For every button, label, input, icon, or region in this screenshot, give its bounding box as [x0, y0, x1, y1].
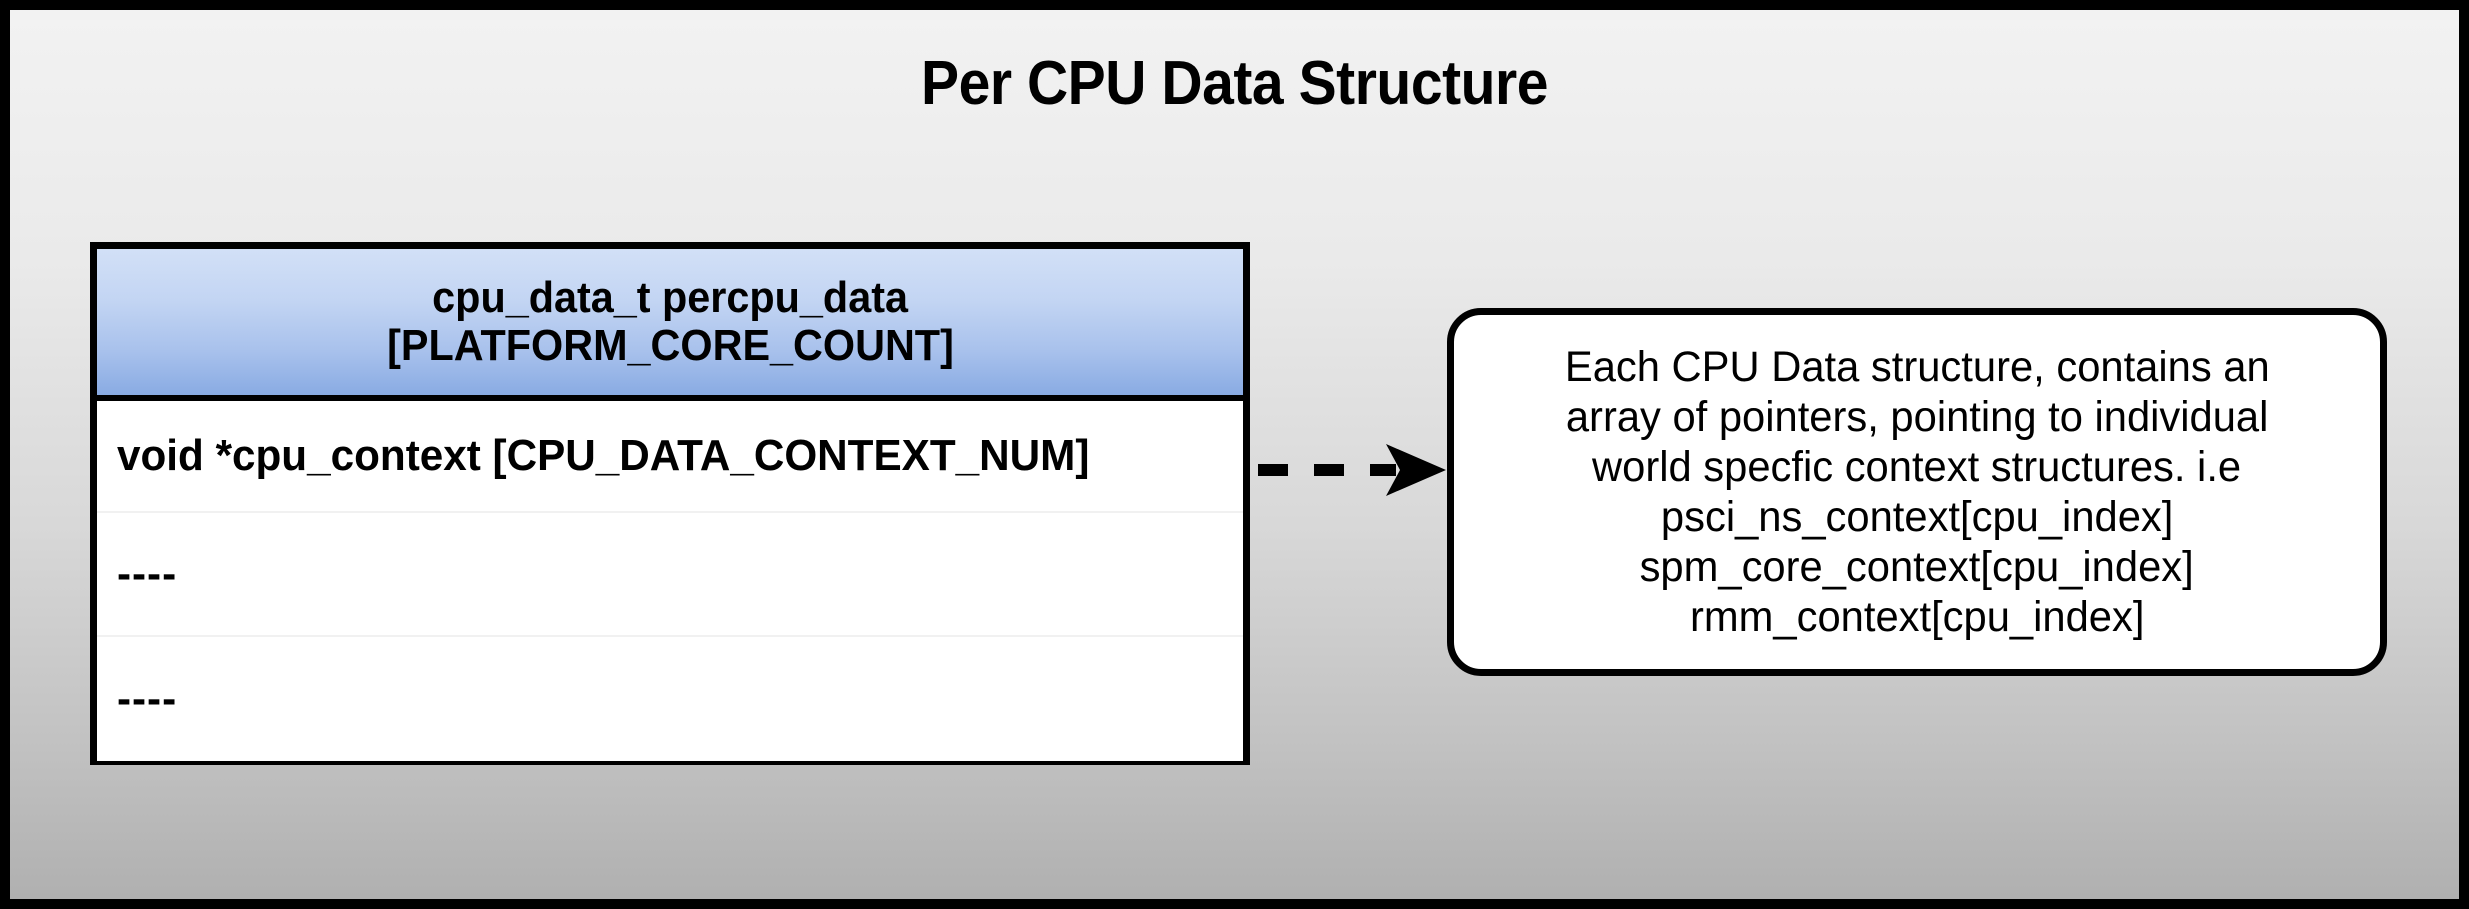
- percpu-data-table: cpu_data_t percpu_data [PLATFORM_CORE_CO…: [90, 242, 1250, 765]
- callout-line: world specfic context structures. i.e: [1592, 442, 2242, 491]
- callout-line: Each CPU Data structure, contains an: [1564, 342, 2270, 391]
- table-row: ----: [97, 637, 1243, 761]
- callout-line: rmm_context[cpu_index]: [1689, 593, 2145, 642]
- table-row: ----: [97, 513, 1243, 637]
- callout-line: array of pointers, pointing to individua…: [1565, 392, 2269, 441]
- table-header-line-1: cpu_data_t percpu_data: [432, 273, 908, 323]
- table-row-label: ----: [117, 674, 178, 723]
- callout-bubble: Each CPU Data structure, contains an arr…: [1447, 308, 2387, 676]
- table-row: void *cpu_context [CPU_DATA_CONTEXT_NUM]: [97, 401, 1243, 513]
- callout-line: psci_ns_context[cpu_index]: [1660, 493, 2174, 541]
- page-title: Per CPU Data Structure: [920, 49, 1549, 118]
- table-header-line-2: [PLATFORM_CORE_COUNT]: [386, 321, 954, 370]
- table-row-label: void *cpu_context [CPU_DATA_CONTEXT_NUM]: [117, 431, 1090, 480]
- dashed-arrow-connector: [1258, 440, 1458, 500]
- callout-line: spm_core_context[cpu_index]: [1639, 543, 2195, 592]
- table-header: cpu_data_t percpu_data [PLATFORM_CORE_CO…: [97, 249, 1243, 401]
- table-row-label: ----: [117, 549, 178, 598]
- dashed-arrow-icon: [1258, 444, 1446, 496]
